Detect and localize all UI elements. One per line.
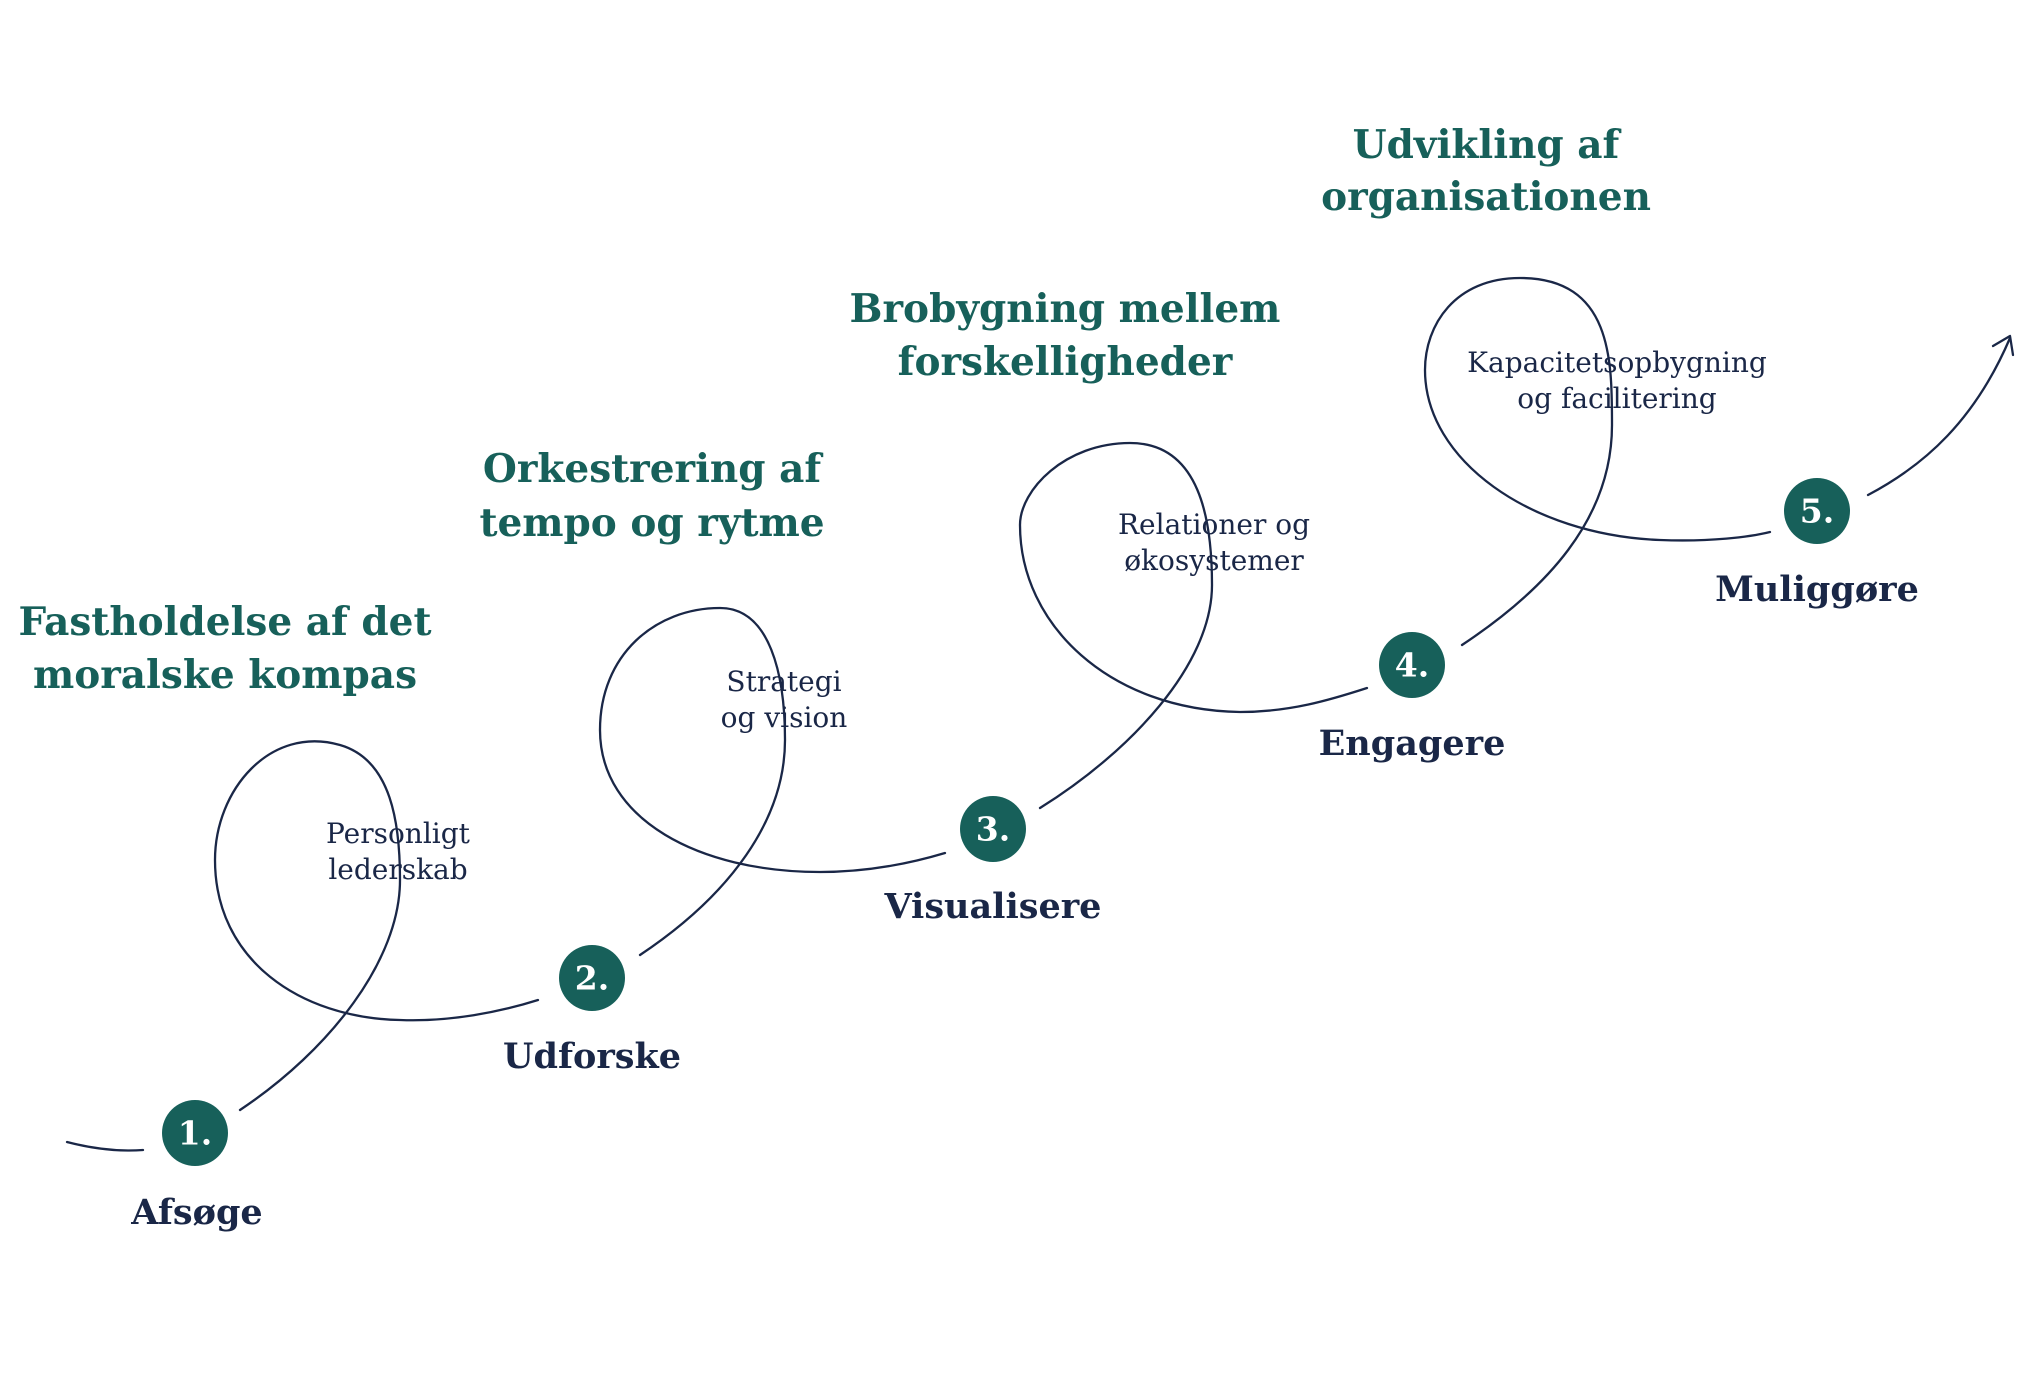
- theme-line-2: organisationen: [1321, 174, 1651, 220]
- theme-line-1: Orkestrering af: [483, 446, 824, 492]
- theme-line-1: Fastholdelse af det: [19, 599, 432, 645]
- step-2: 2. Udforske Strategi og vision Orkestrer…: [479, 446, 847, 1077]
- step-label: Muliggøre: [1715, 569, 1919, 610]
- step-1: 1. Afsøge Personligt lederskab Fastholde…: [19, 599, 471, 1233]
- topic-line-1: Strategi: [726, 665, 841, 698]
- step-label: Visualisere: [884, 886, 1102, 927]
- step-3: 3. Visualisere Relationer og økosystemer…: [850, 286, 1311, 927]
- topic-line-2: lederskab: [328, 853, 467, 886]
- topic-line-2: og vision: [721, 701, 848, 734]
- theme-line-2: tempo og rytme: [479, 500, 824, 546]
- topic-line-2: og facilitering: [1517, 382, 1716, 415]
- topic-line-1: Kapacitetsopbygning: [1467, 346, 1767, 379]
- topic-line-2: økosystemer: [1124, 544, 1304, 577]
- loop-4: [1423, 276, 1772, 647]
- step-badge: [1784, 478, 1850, 544]
- step-label: Udforske: [503, 1036, 681, 1077]
- theme-line-1: Udvikling af: [1353, 122, 1622, 168]
- step-number: 1.: [178, 1114, 212, 1153]
- theme-line-1: Brobygning mellem: [850, 286, 1281, 332]
- loop-3: [1018, 441, 1369, 810]
- step-5: 5. Muliggøre: [1715, 478, 1919, 610]
- curve-exit: [1866, 336, 2012, 497]
- theme-line-2: forskelligheder: [898, 339, 1233, 385]
- step-number: 5.: [1800, 492, 1834, 531]
- arrow-right-icon: [1991, 334, 2015, 357]
- step-number: 4.: [1395, 646, 1429, 685]
- topic-line-1: Personligt: [326, 817, 471, 850]
- loop-1: [213, 740, 540, 1112]
- curve-lead-in: [65, 1140, 145, 1152]
- step-4: 4. Engagere Kapacitetsopbygning og facil…: [1319, 122, 1767, 764]
- step-badge: [1379, 632, 1445, 698]
- theme-line-2: moralske kompas: [33, 652, 417, 698]
- step-badge: [162, 1100, 228, 1166]
- loop-2: [598, 606, 947, 957]
- journey-curve: [65, 276, 2015, 1152]
- step-number: 3.: [976, 810, 1010, 849]
- step-label: Engagere: [1319, 723, 1506, 764]
- step-label: Afsøge: [130, 1192, 262, 1233]
- step-number: 2.: [575, 959, 609, 998]
- step-badge: [960, 796, 1026, 862]
- step-badge: [559, 945, 625, 1011]
- topic-line-1: Relationer og: [1118, 508, 1310, 541]
